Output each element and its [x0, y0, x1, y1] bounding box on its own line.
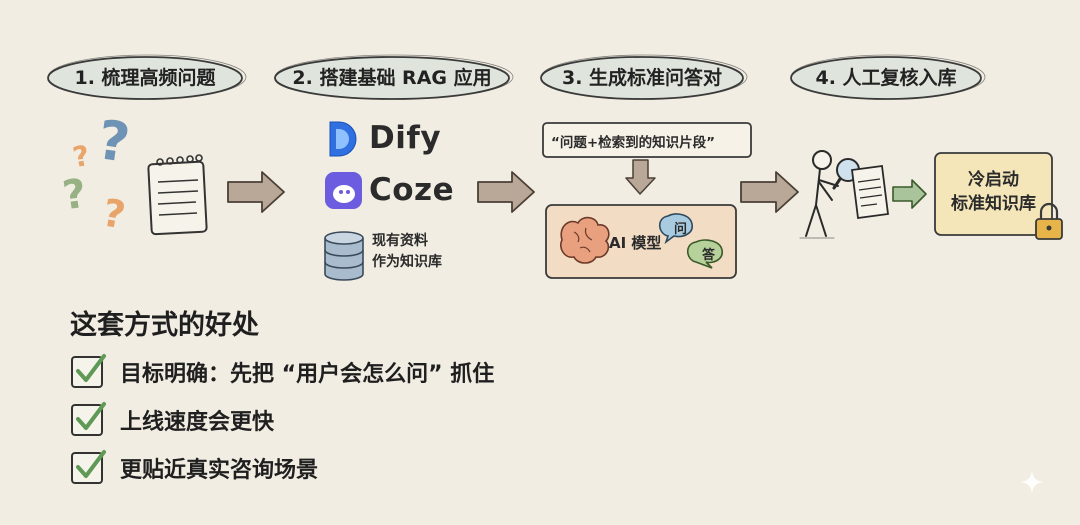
notepad-icon [147, 154, 208, 236]
benefit-text-1: 目标明确：先把 “用户会怎么问” 抓住 [120, 362, 495, 387]
knowledge-base-label: 现有资料 作为知识库 [372, 231, 442, 273]
dify-logo-icon [329, 121, 357, 157]
coze-logo-icon [325, 172, 362, 209]
flow-arrow-3 [740, 171, 799, 213]
coze-brand-name: Coze [369, 172, 455, 208]
step3-label: 3. 生成标准问答对 [561, 67, 723, 89]
checkbox-icon-1 [71, 354, 106, 388]
bubble-question-text: 问 [674, 222, 688, 237]
quote-text: “问题+检索到的知识片段” [551, 135, 716, 151]
knowledge-base-line2: 作为知识库 [372, 254, 442, 270]
checkbox-icon-3 [71, 450, 106, 484]
bubble-answer-text: 答 [702, 248, 716, 263]
sparkle-icon [1020, 470, 1044, 494]
step4-label: 4. 人工复核入库 [815, 67, 957, 89]
flow-arrow-1 [227, 171, 285, 213]
flow-arrow-2 [477, 171, 535, 213]
ai-model-label: AI 模型 [609, 234, 662, 252]
lock-icon [1035, 202, 1063, 240]
document-icon [850, 164, 890, 220]
reviewer-figure-icon [799, 150, 839, 239]
step1-label: 1. 梳理高频问题 [74, 67, 216, 89]
dify-brand-name: Dify [369, 120, 442, 156]
qa-bubbles-icon [658, 213, 723, 269]
step-label-ellipses [47, 54, 986, 100]
checkbox-icons [71, 354, 106, 484]
flow-arrow-4 [892, 179, 927, 209]
quote-box [542, 122, 752, 158]
database-icon [324, 231, 364, 281]
final-knowledge-box [934, 152, 1053, 236]
checkbox-icon-2 [71, 402, 106, 436]
benefits-title: 这套方式的好处 [70, 310, 259, 341]
benefit-item-2: 上线速度会更快 [70, 402, 274, 438]
final-line1: 冷启动 [968, 170, 1019, 190]
step2-label: 2. 搭建基础 RAG 应用 [292, 67, 492, 89]
final-line2: 标准知识库 [951, 194, 1036, 214]
benefit-text-3: 更贴近真实咨询场景 [120, 458, 319, 483]
knowledge-base-line1: 现有资料 [372, 233, 428, 249]
benefit-text-2: 上线速度会更快 [120, 410, 275, 435]
final-knowledge-label: 冷启动 标准知识库 [935, 168, 1052, 216]
benefit-item-1: 目标明确：先把 “用户会怎么问” 抓住 [70, 354, 494, 390]
down-arrow [625, 159, 656, 195]
benefit-item-3: 更贴近真实咨询场景 [70, 450, 318, 486]
brain-icon [559, 216, 610, 264]
